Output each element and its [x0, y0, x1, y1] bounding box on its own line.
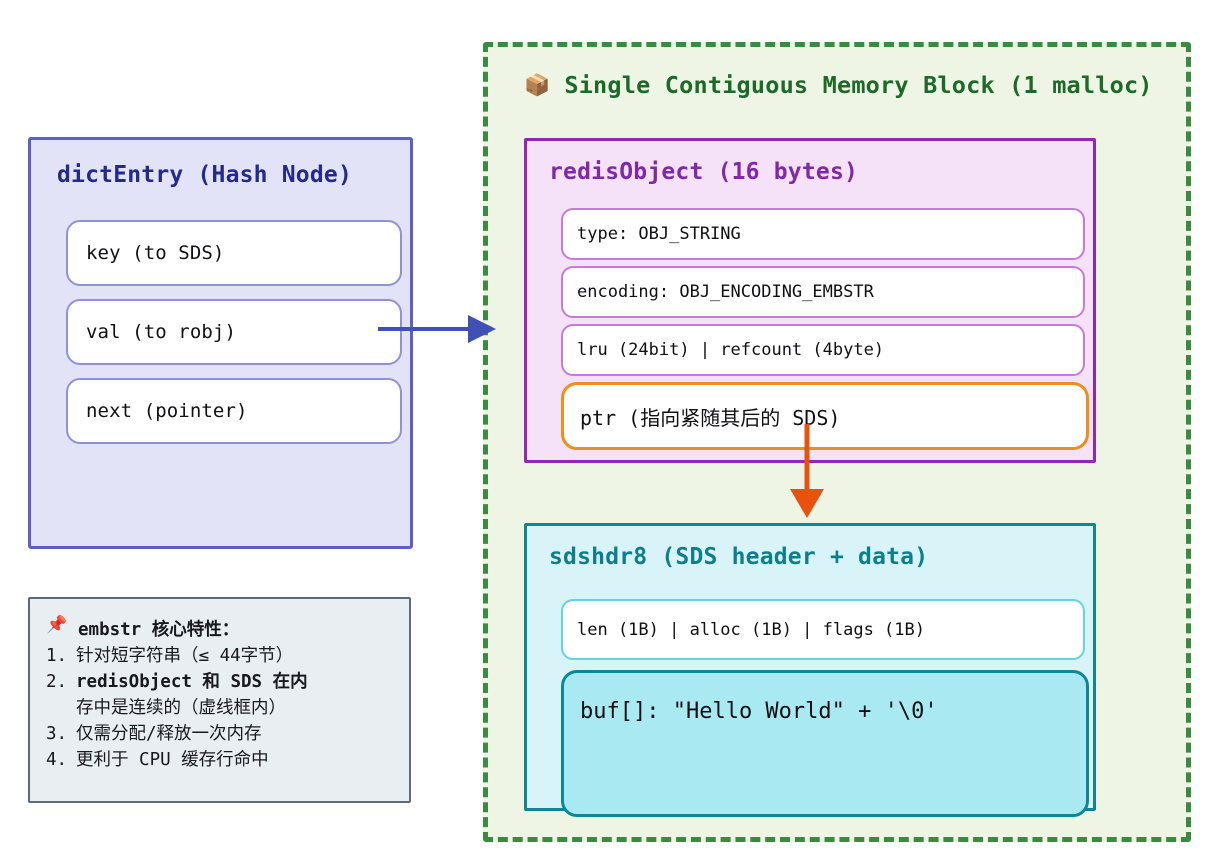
notes-item-4: 4. 更利于 CPU 缓存行命中: [46, 747, 395, 773]
notes-panel: 📌 embstr 核心特性： 1. 针对短字符串（≤ 44字节） 2. redi…: [28, 597, 411, 803]
notes-item-2-text: redisObject 和 SDS 在内: [76, 672, 308, 692]
notes-item-2: 2. redisObject 和 SDS 在内: [46, 669, 395, 695]
notes-item-2-cont-text: 存中是连续的（虚线框内）: [76, 698, 286, 718]
notes-item-2-cont: 存中是连续的（虚线框内）: [46, 695, 395, 721]
redis-object-field-lru[interactable]: lru (24bit) | refcount (4byte): [561, 324, 1085, 376]
notes-item-3-marker: 3.: [46, 724, 68, 744]
notes-item-1: 1. 针对短字符串（≤ 44字节）: [46, 643, 395, 669]
notes-item-4-text: 更利于 CPU 缓存行命中: [76, 750, 269, 770]
sds-block-panel: sdshdr8 (SDS header + data) len (1B) | a…: [524, 523, 1096, 817]
pushpin-icon: 📌: [46, 615, 68, 635]
notes-heading-line: 📌 embstr 核心特性：: [46, 617, 395, 643]
sds-block-title: sdshdr8 (SDS header + data): [549, 544, 929, 570]
notes-item-1-marker: 1.: [46, 646, 68, 666]
notes-item-3: 3. 仅需分配/释放一次内存: [46, 721, 395, 747]
memory-block-title-row: 📦 Single Contiguous Memory Block (1 mall…: [524, 71, 1153, 99]
notes-item-4-marker: 4.: [46, 750, 68, 770]
memory-block-container: 📦 Single Contiguous Memory Block (1 mall…: [483, 42, 1191, 842]
notes-item-1-text: 针对短字符串（≤ 44字节）: [76, 646, 294, 666]
redis-object-field-type[interactable]: type: OBJ_STRING: [561, 208, 1085, 260]
dict-entry-field-next[interactable]: next (pointer): [66, 378, 402, 444]
dict-entry-title: dictEntry (Hash Node): [57, 162, 352, 188]
dict-entry-panel: dictEntry (Hash Node) key (to SDS) val (…: [28, 137, 413, 549]
notes-heading: embstr 核心特性：: [78, 620, 240, 640]
dict-entry-field-val[interactable]: val (to robj): [66, 299, 402, 365]
package-box-icon: 📦: [524, 72, 551, 97]
redis-object-field-encoding[interactable]: encoding: OBJ_ENCODING_EMBSTR: [561, 266, 1085, 318]
memory-block-title: Single Contiguous Memory Block (1 malloc…: [564, 71, 1153, 99]
sds-header-field[interactable]: len (1B) | alloc (1B) | flags (1B): [561, 599, 1085, 660]
notes-item-2-marker: 2.: [46, 672, 68, 692]
redis-object-panel: redisObject (16 bytes) type: OBJ_STRING …: [524, 138, 1096, 463]
redis-object-field-ptr[interactable]: ptr (指向紧随其后的 SDS): [561, 382, 1089, 450]
dict-entry-field-key[interactable]: key (to SDS): [66, 220, 402, 286]
sds-buf-field[interactable]: buf[]: "Hello World" + '\0': [561, 670, 1089, 817]
redis-object-title: redisObject (16 bytes): [549, 159, 859, 185]
notes-item-3-text: 仅需分配/释放一次内存: [76, 724, 262, 744]
